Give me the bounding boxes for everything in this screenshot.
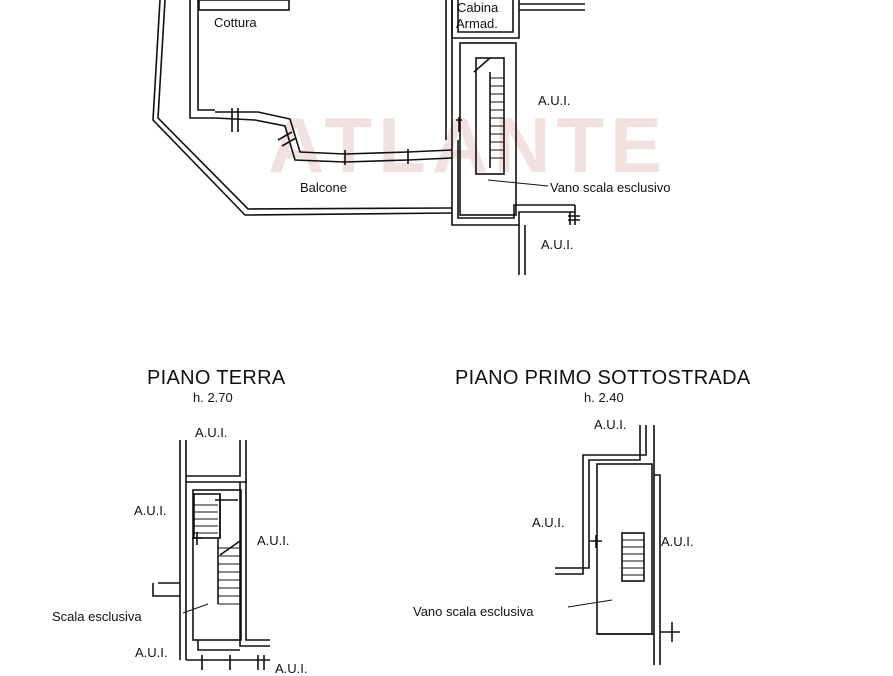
height-piano-primo: h. 2.40 xyxy=(584,390,624,405)
label-pt-scala-esclusiva: Scala esclusiva xyxy=(52,609,142,624)
height-piano-terra: h. 2.70 xyxy=(193,390,233,405)
leader-vano-scala-primo xyxy=(567,599,613,608)
label-cottura: Cottura xyxy=(214,15,257,30)
label-pt-aui-top: A.U.I. xyxy=(195,425,228,440)
label-pt-aui-bottom-right: A.U.I. xyxy=(275,661,308,676)
piano-primo-walls xyxy=(555,425,680,665)
watermark-logo: ATLANTE xyxy=(268,101,669,189)
label-cabina: Cabina xyxy=(457,0,499,15)
label-pt-aui-left: A.U.I. xyxy=(134,503,167,518)
leader-scala-esclusiva xyxy=(182,603,209,614)
label-pp-aui-right: A.U.I. xyxy=(661,534,694,549)
label-pp-vano-scala-esclusiva: Vano scala esclusiva xyxy=(413,604,534,619)
piano-terra-walls xyxy=(152,440,270,670)
label-aui-upper-right: A.U.I. xyxy=(538,93,571,108)
label-balcone: Balcone xyxy=(300,180,347,195)
label-pt-aui-bottom-left: A.U.I. xyxy=(135,645,168,660)
title-piano-primo-sottostrada: PIANO PRIMO SOTTOSTRADA xyxy=(455,367,751,389)
leader-vano-scala xyxy=(487,179,549,187)
title-piano-terra: PIANO TERRA xyxy=(147,367,286,389)
label-pt-aui-right: A.U.I. xyxy=(257,533,290,548)
label-vano-scala-esclusivo: Vano scala esclusivo xyxy=(550,180,671,195)
label-aui-lower-right: A.U.I. xyxy=(541,237,574,252)
label-pp-aui-top: A.U.I. xyxy=(594,417,627,432)
top-plan-walls xyxy=(152,0,585,275)
label-pp-aui-left: A.U.I. xyxy=(532,515,565,530)
label-armad: Armad. xyxy=(456,16,498,31)
